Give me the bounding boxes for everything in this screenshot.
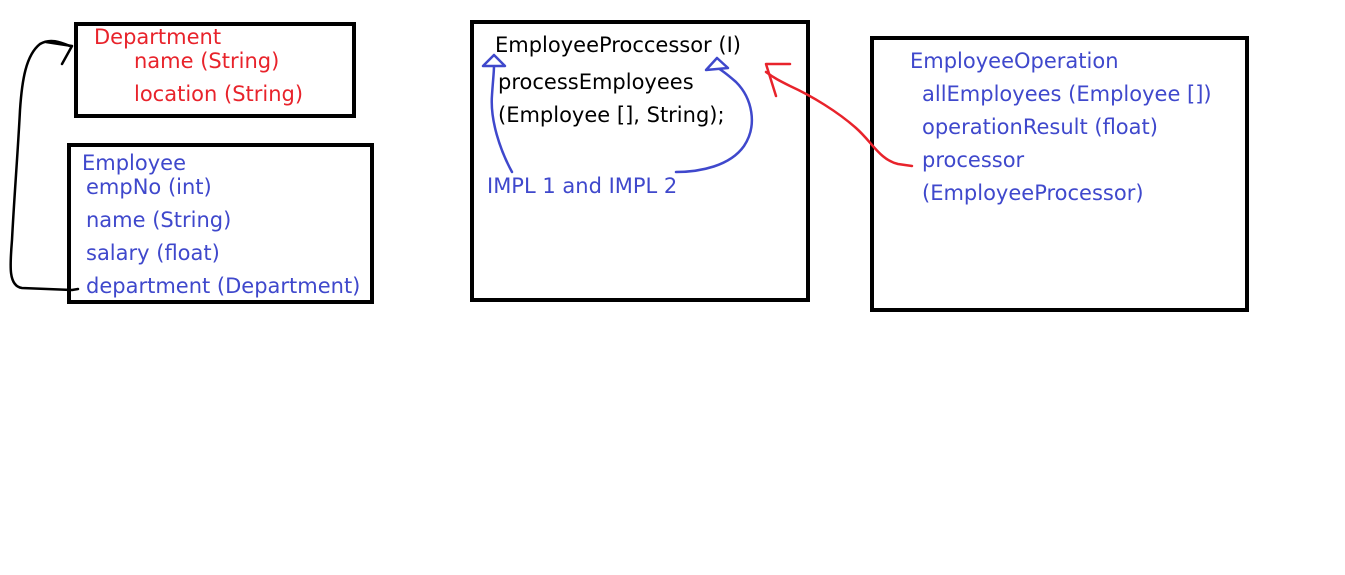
processor-method-name: processEmployees	[498, 70, 694, 94]
processor-impl-note: IMPL 1 and IMPL 2	[487, 174, 678, 198]
processor-method-params: (Employee [], String);	[498, 103, 725, 127]
employee-class-title: Employee	[82, 151, 187, 175]
operation-class-box	[870, 36, 1249, 312]
employee-field-empno: empNo (int)	[86, 175, 212, 199]
processor-interface-box	[470, 20, 810, 302]
employee-field-name: name (String)	[86, 208, 232, 232]
employee-field-salary: salary (float)	[86, 241, 220, 265]
processor-interface-title: EmployeeProccessor (I)	[495, 33, 741, 57]
operation-field-operation-result: operationResult (float)	[922, 115, 1158, 139]
employee-field-department: department (Department)	[86, 274, 361, 298]
operation-field-processor-type: (EmployeeProcessor)	[922, 181, 1144, 205]
department-field-location: location (String)	[134, 82, 304, 106]
operation-field-processor: processor	[922, 148, 1025, 172]
department-arrowhead	[44, 40, 74, 66]
department-class-title: Department	[94, 25, 222, 49]
department-field-name: name (String)	[134, 49, 280, 73]
operation-class-title: EmployeeOperation	[910, 49, 1119, 73]
operation-field-all-employees: allEmployees (Employee [])	[922, 82, 1212, 106]
